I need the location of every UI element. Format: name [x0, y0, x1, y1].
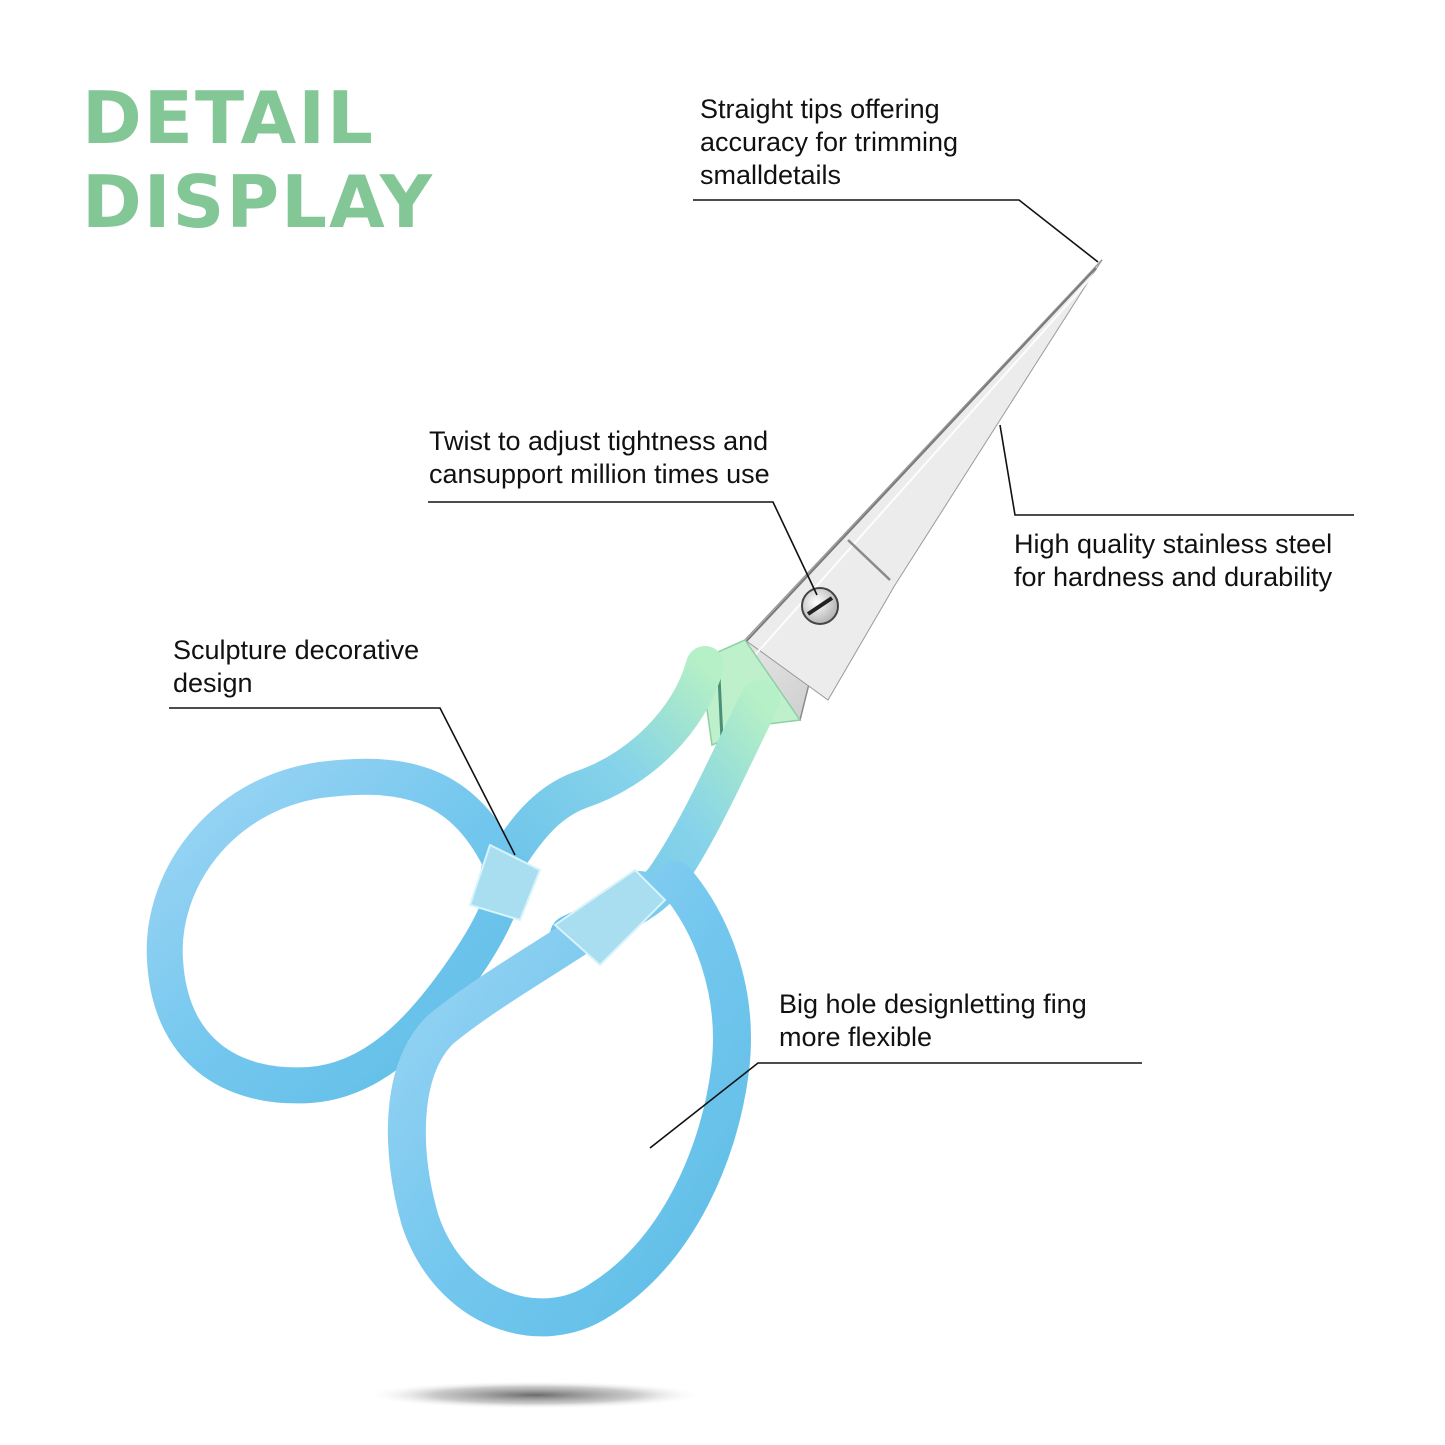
leader-screw: [428, 501, 818, 596]
callout-sculpture-design: Sculpture decorative design: [173, 635, 420, 698]
callout-adjust-screw: Twist to adjust tightness and cansupport…: [429, 426, 770, 489]
leader-sculpture: [169, 707, 516, 856]
callout-stainless-steel: High quality stainless steel for hardnes…: [1014, 529, 1333, 592]
page-title: DETAIL DISPLAY: [82, 76, 434, 244]
blade: [710, 259, 1103, 722]
leader-hole: [649, 1062, 1142, 1149]
handle-right: [387, 680, 780, 1337]
leader-tips: [693, 199, 1099, 263]
callout-straight-tips: Straight tips offering accuracy for trim…: [700, 94, 959, 190]
callout-big-hole: Big hole designletting fing more flexibl…: [779, 989, 1087, 1052]
title-line-2: DISPLAY: [82, 160, 435, 244]
leader-lines: [169, 199, 1354, 1149]
leader-steel: [999, 424, 1354, 516]
title-line-1: DETAIL: [82, 76, 375, 160]
ground-shadow: [365, 1381, 705, 1409]
handle-left: [146, 646, 724, 1104]
